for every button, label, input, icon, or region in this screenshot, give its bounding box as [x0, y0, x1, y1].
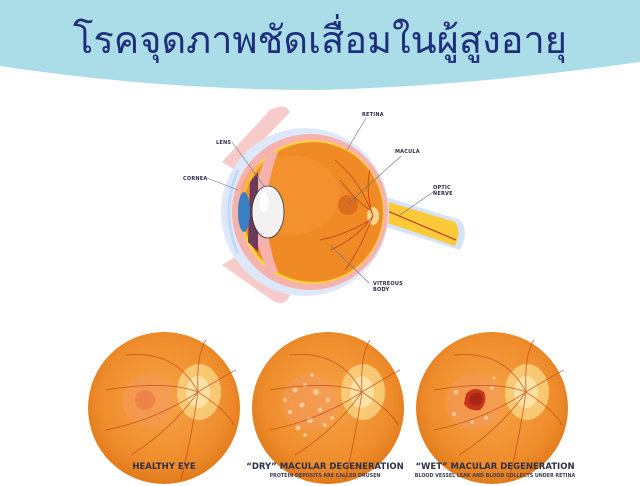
header-banner: [0, 0, 640, 90]
fundus-title: HEALTHY EYE: [132, 462, 196, 472]
fundus-title: “DRY” MACULAR DEGENERATION: [246, 462, 404, 472]
label-optic-nerve: OPTIC NERVE: [433, 185, 453, 197]
caption-healthy-eye: HEALTHY EYE: [84, 462, 244, 473]
label-cornea: CORNEA: [183, 176, 208, 182]
fundus-subtitle: PROTEIN DEPOSITS ARE CALLED DRUSEN: [269, 474, 381, 479]
label-retina: RETINA: [362, 112, 384, 118]
eye-anatomy-diagram: LENS CORNEA RETINA MACULA OPTIC NERVE VI…: [160, 100, 480, 320]
label-lens: LENS: [216, 140, 232, 146]
fundus-dry-amd: [252, 332, 404, 484]
page-title: โรคจุดภาพชัดเสื่อมในผู้สูงอายุ: [72, 18, 568, 62]
caption-dry-amd: “DRY” MACULAR DEGENERATION PROTEIN DEPOS…: [240, 462, 410, 480]
label-macula: MACULA: [395, 149, 420, 155]
fundus-subtitle: BLOOD VESSEL LEAK AND BLOOD COLLECTS UND…: [414, 474, 576, 479]
eye-cross-section-illustration: [206, 106, 465, 304]
label-vitreous-body: VITREOUS BODY: [373, 281, 403, 293]
caption-wet-amd: “WET” MACULAR DEGENERATION BLOOD VESSEL …: [400, 462, 590, 480]
fundus-title: “WET” MACULAR DEGENERATION: [415, 462, 575, 472]
fundus-wet-amd: [416, 332, 568, 484]
fundus-healthy-eye: [88, 332, 240, 484]
